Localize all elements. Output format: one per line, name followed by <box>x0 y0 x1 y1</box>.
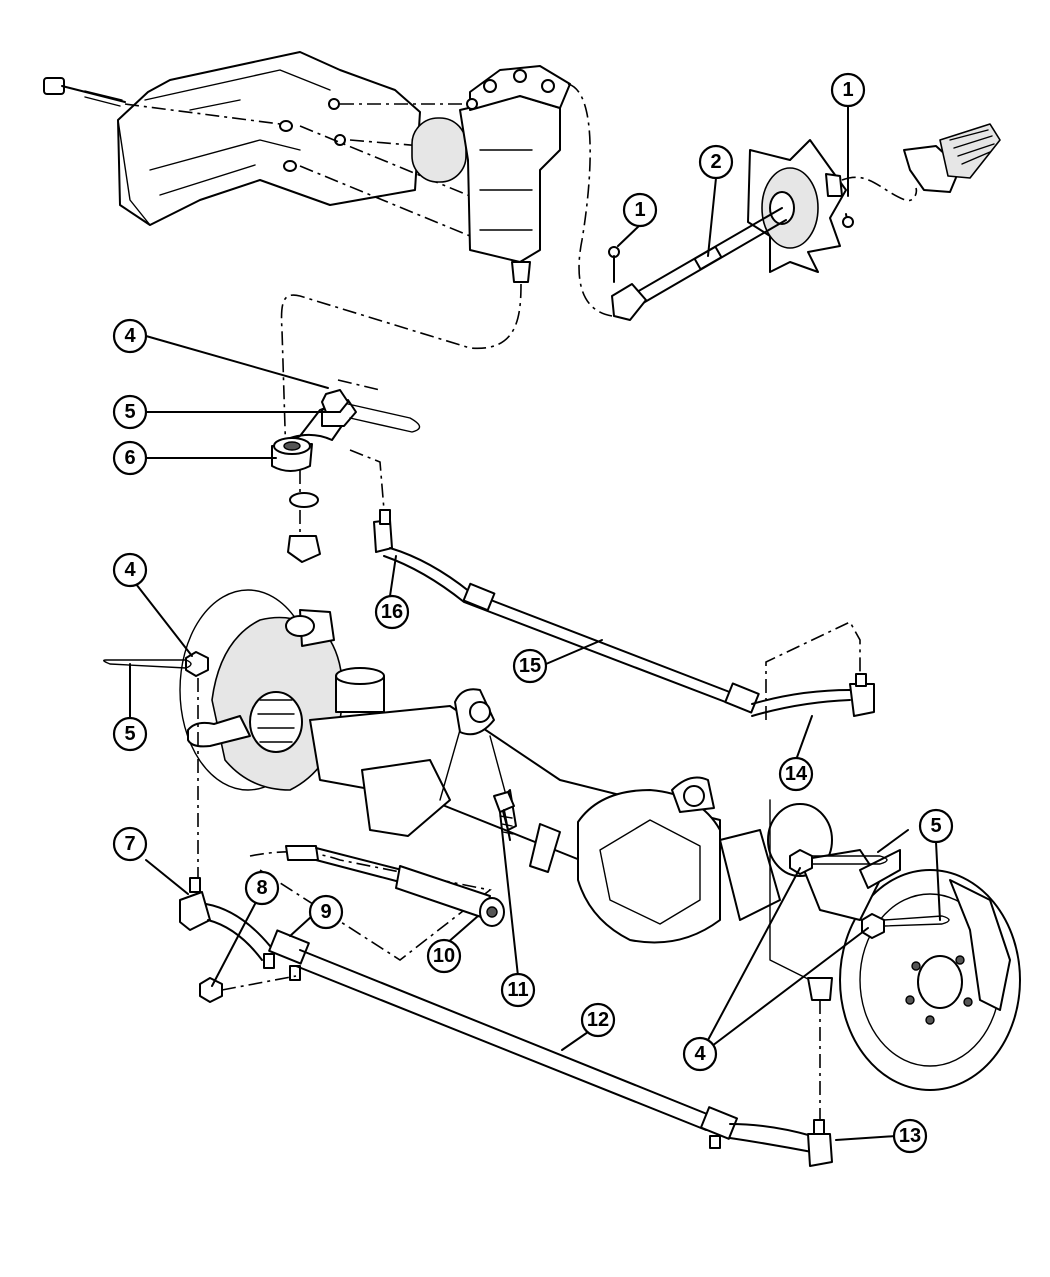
tie-rod <box>179 877 833 1167</box>
callout-2: 2 <box>698 144 734 180</box>
callout-14: 14 <box>778 756 814 792</box>
callout-label: 10 <box>433 945 455 967</box>
callout-label: 1 <box>842 79 853 101</box>
callout-label: 15 <box>519 655 541 677</box>
frame-bolt <box>43 77 126 107</box>
callout-label: 9 <box>320 901 331 923</box>
callout-7: 7 <box>112 826 148 862</box>
callout-13: 13 <box>892 1118 928 1154</box>
callout-5c: 5 <box>918 808 954 844</box>
callout-label: 12 <box>587 1009 609 1031</box>
callout-label: 14 <box>785 763 808 785</box>
callout-16: 16 <box>374 594 410 630</box>
callout-label: 4 <box>124 325 136 347</box>
callout-9: 9 <box>308 894 344 930</box>
callout-8: 8 <box>244 870 280 906</box>
callout-label: 4 <box>124 559 136 581</box>
callout-10: 10 <box>426 938 462 974</box>
callout-label: 13 <box>899 1125 921 1147</box>
callout-label: 5 <box>124 401 135 423</box>
callout-11: 11 <box>500 972 536 1008</box>
intermediate-shaft-assembly <box>608 139 854 321</box>
callout-label: 8 <box>256 877 267 899</box>
callout-1b: 1 <box>622 192 658 228</box>
callout-12: 12 <box>580 1002 616 1038</box>
callout-label: 5 <box>124 723 135 745</box>
callout-6: 6 <box>112 440 148 476</box>
damper-bolt <box>493 791 515 841</box>
callout-label: 4 <box>694 1043 706 1065</box>
callout-label: 16 <box>381 601 403 623</box>
axle-housing <box>179 589 781 944</box>
frame-rail <box>117 51 421 226</box>
callout-5b: 5 <box>112 716 148 752</box>
callout-15: 15 <box>512 648 548 684</box>
callout-1a: 1 <box>830 72 866 108</box>
right-nuts-pins <box>789 849 950 939</box>
callout-label: 11 <box>507 979 528 1001</box>
callout-5a: 5 <box>112 394 148 430</box>
callout-label: 7 <box>124 833 135 855</box>
callout-label: 5 <box>930 815 941 837</box>
right-hub-rotor <box>767 799 1021 1130</box>
callout-4b: 4 <box>112 552 148 588</box>
callout-label: 1 <box>634 199 645 221</box>
pitman-arm-stack <box>271 379 421 563</box>
clamp-nut <box>199 975 297 1003</box>
callout-4a: 4 <box>112 318 148 354</box>
steering-damper <box>249 845 505 961</box>
drag-link <box>373 509 875 720</box>
callout-4c: 4 <box>682 1036 718 1072</box>
left-knuckle-parts <box>103 651 251 880</box>
callout-label: 2 <box>710 151 721 173</box>
steering-gear <box>411 65 571 283</box>
leader-lines <box>129 103 941 1141</box>
steering-column-coupler <box>903 123 1001 193</box>
callout-label: 6 <box>124 447 135 469</box>
